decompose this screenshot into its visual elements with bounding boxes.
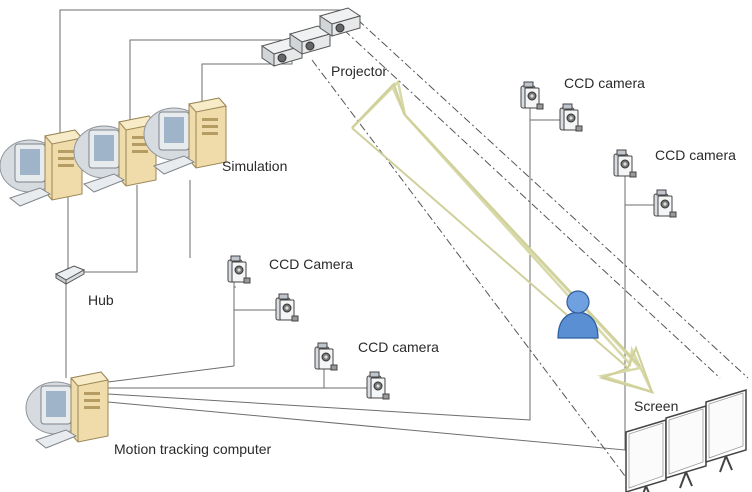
person-icon [557, 290, 599, 339]
motion-tracking-computer-label: Motion tracking computer [114, 441, 272, 457]
simulation-computers [0, 97, 227, 207]
ccd-camera-label: CCD camera [655, 147, 736, 163]
ccd-camera-icon [366, 371, 390, 400]
motion-tracking-computer-icon [25, 371, 109, 449]
ccd-camera-label: CCD Camera [269, 256, 354, 272]
ccd-camera-icon [653, 189, 677, 218]
ccd-camera-label: CCD camera [358, 339, 439, 355]
computer-icon [25, 371, 109, 449]
hub-label: Hub [88, 292, 114, 308]
projector-icon [261, 7, 361, 67]
hub-icon [54, 265, 86, 285]
projection-lines [311, 19, 749, 481]
screen-label: Screen [634, 398, 679, 414]
ccd-camera-icon [314, 342, 338, 371]
ccd-camera-icon [227, 255, 251, 284]
ccd-camera-icon [520, 81, 544, 110]
ccd-camera-icon [613, 149, 637, 178]
ccd-camera-label: CCD camera [564, 75, 645, 91]
simulation-label: Simulation [222, 158, 288, 174]
ccd-camera-icon [275, 293, 299, 322]
computer-icon [0, 129, 83, 207]
computer-icon [73, 115, 157, 193]
projector-label: Projector [331, 63, 388, 79]
ccd-camera-icon [559, 103, 583, 132]
